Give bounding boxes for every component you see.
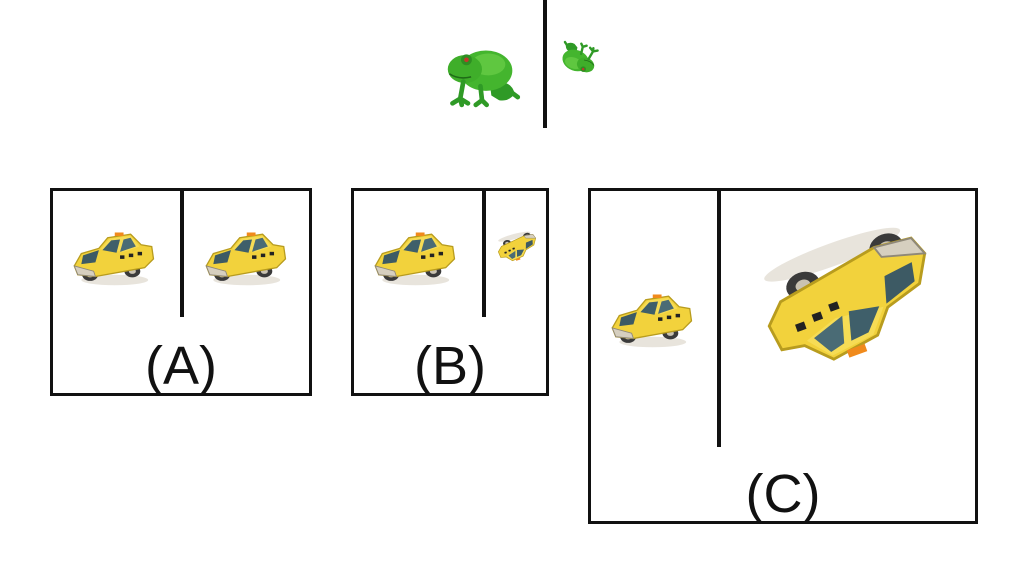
option-c-panel[interactable]: (C) [588,188,978,524]
taxi-icon-small-rotated [493,226,544,268]
option-c-divider [717,191,721,447]
example-divider [543,0,547,128]
option-c-label: (C) [745,464,821,524]
taxi-icon-large-rotated [740,203,964,394]
taxi-icon [370,227,458,289]
taxi-icon [607,289,695,351]
option-b-divider [482,191,486,317]
option-b-panel[interactable]: (B) [351,188,549,396]
frog-icon-small-rotated [553,36,603,84]
option-a-panel[interactable]: (A) [50,188,312,396]
option-a-divider [180,191,184,317]
example-pair [430,0,630,130]
taxi-icon [201,227,289,289]
option-a-label: (A) [145,336,217,396]
option-b-label: (B) [414,336,486,396]
taxi-icon [69,227,157,289]
frog-icon [442,38,522,108]
